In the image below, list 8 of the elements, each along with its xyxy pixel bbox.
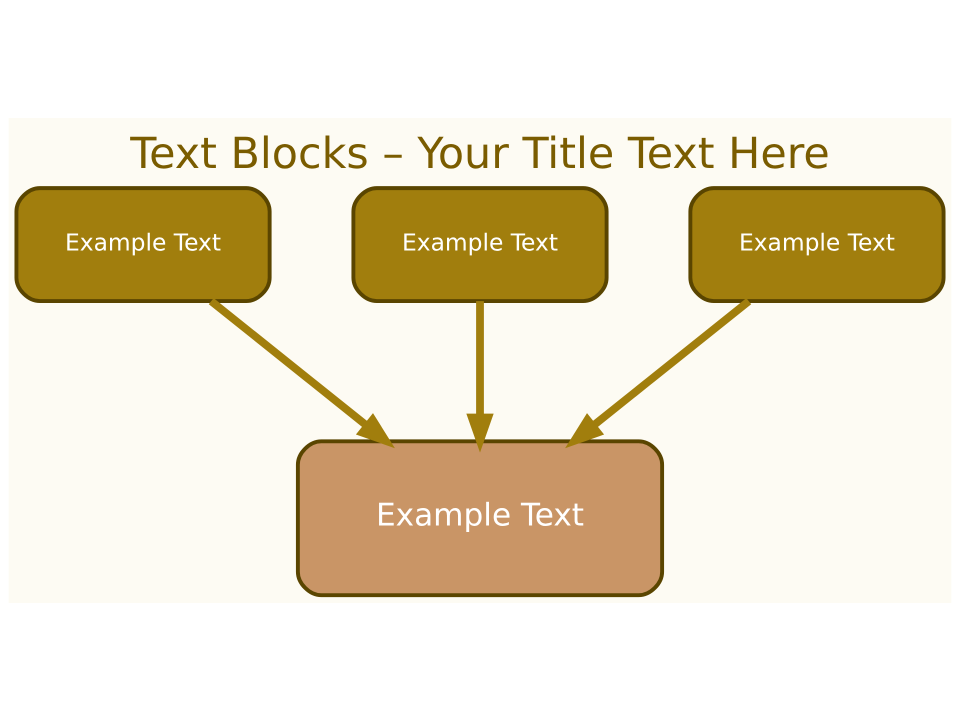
arrow (565, 298, 752, 448)
arrow (466, 300, 494, 452)
node-box: Example Text (296, 438, 664, 597)
node-box: Example Text (14, 186, 272, 303)
diagram-title: Text Blocks – Your Title Text Here (130, 128, 830, 178)
node-box: Example Text (688, 186, 946, 303)
arrow (208, 298, 395, 448)
node-box: Example Text (351, 186, 609, 303)
